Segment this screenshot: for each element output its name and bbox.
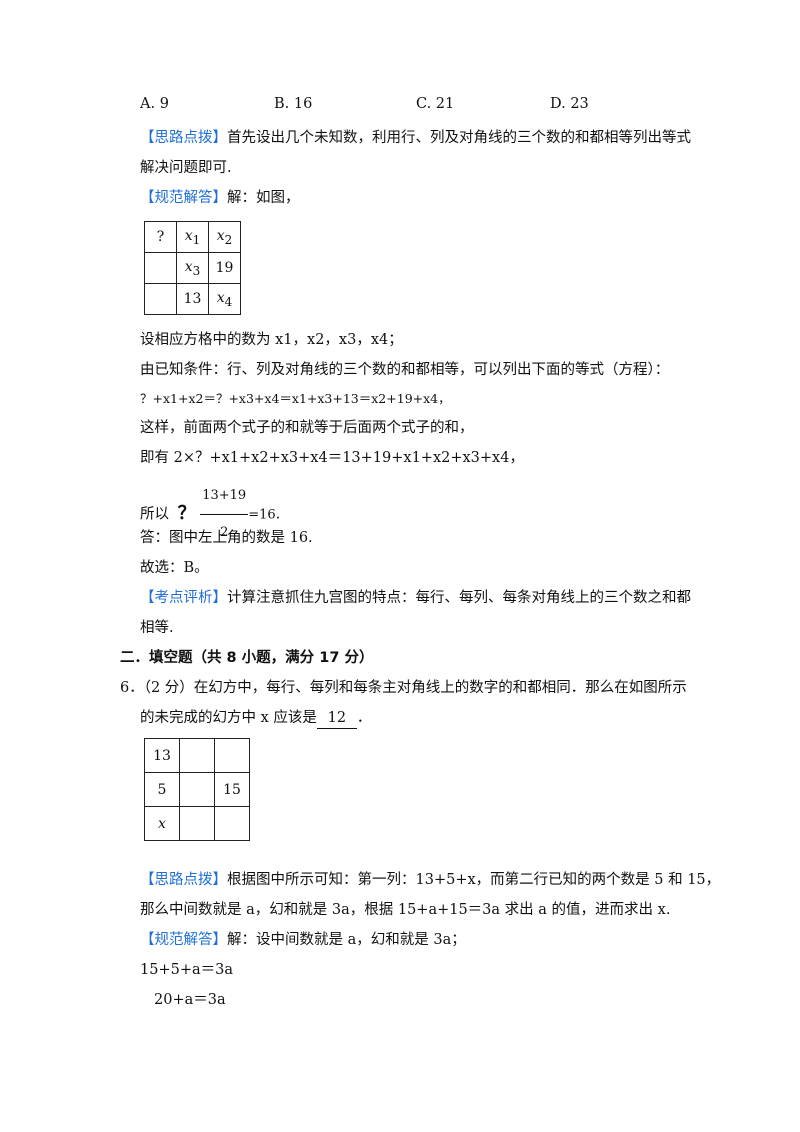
q6-stem-1: 6．（2 分）在幻方中，每行、每列和每条主对角线上的数字的和都相同．那么在如图所… (120, 680, 687, 696)
option-c: C. 21 (416, 96, 455, 112)
q6-hint-line: 【思路点拨】根据图中所示可知：第一列：13+5+x，而第二行已知的两个数是 5 … (140, 870, 720, 890)
q5-fraction: 13+19 2 (200, 478, 249, 551)
q5-cell-1-2: 19 (208, 252, 241, 284)
q5-hint-line: 【思路点拨】首先设出几个未知数，利用行、列及对角线的三个数的和都相等列出等式 (140, 128, 691, 148)
q5-review-line: 【考点评析】计算注意抓住九宫图的特点：每行、每列、每条对角线上的三个数之和都 (140, 588, 691, 608)
q5-review-text-2: 相等. (140, 620, 174, 636)
section-title: 二．填空题（共 8 小题，满分 17 分） (120, 650, 374, 666)
q5-cell-2-0 (144, 283, 177, 315)
q5-equation-line: ？+x1+x2＝？+x3+x4＝x1+x3+13＝x2+19+x4， (140, 391, 451, 406)
q6-answer-blank: 12 (316, 708, 357, 729)
q5-review-tag: 【考点评析】 (140, 590, 227, 606)
q5-fraction-numerator: 13+19 (200, 478, 249, 515)
q5-solution-text: 解：如图， (227, 190, 300, 206)
q6-cell-1-1 (179, 772, 215, 807)
q6-cell-0-0: 13 (144, 738, 180, 773)
q6-equation-2: 20+a＝3a (154, 992, 226, 1008)
q5-answer-line: 答：图中左上角的数是 16. (140, 530, 313, 546)
q5-so-line: 所以 ？ 13+19 2 =16. (140, 478, 280, 551)
option-d: D. 23 (550, 96, 589, 112)
q5-fraction-denominator: 2 (220, 525, 229, 540)
q5-solution-tag: 【规范解答】 (140, 190, 227, 206)
q5-cell-2-2: x4 (208, 283, 241, 315)
q5-hint-tag: 【思路点拨】 (140, 130, 227, 146)
q6-cell-0-2 (214, 738, 250, 773)
q5-solution-line: 【规范解答】解：如图， (140, 188, 300, 208)
q5-review-text-1: 计算注意抓住九宫图的特点：每行、每列、每条对角线上的三个数之和都 (227, 590, 691, 606)
q5-choice-line: 故选：B。 (140, 560, 209, 576)
q5-condition-line: 由已知条件：行、列及对角线的三个数的和都相等，可以列出下面的等式（方程）： (140, 362, 670, 378)
q6-equation-1: 15+5+a＝3a (140, 962, 233, 978)
q5-so-result: =16 (248, 507, 276, 523)
q5-cell-0-0: ? (144, 221, 177, 253)
q6-cell-2-2 (214, 806, 250, 841)
q5-hint-text-1: 首先设出几个未知数，利用行、列及对角线的三个数的和都相等列出等式 (227, 130, 691, 146)
q6-solution-line: 【规范解答】解：设中间数就是 a，幻和就是 3a； (140, 930, 466, 950)
q6-cell-2-0: x (144, 806, 180, 841)
q5-cell-1-1: x3 (176, 252, 209, 284)
q6-solution-tag: 【规范解答】 (140, 932, 227, 948)
option-b: B. 16 (274, 96, 313, 112)
q5-so-question: ？ (177, 502, 196, 524)
q5-cell-0-1: x1 (176, 221, 209, 253)
q5-cell-1-0 (144, 252, 177, 284)
q6-stem-2a: 的未完成的幻方中 x 应该是 (140, 710, 317, 726)
q6-solution-text: 解：设中间数就是 a，幻和就是 3a； (227, 932, 466, 948)
q6-hint-tag: 【思路点拨】 (140, 872, 227, 888)
q6-hint-text-2: 那么中间数就是 a，幻和就是 3a，根据 15+a+15＝3a 求出 a 的值，… (140, 902, 671, 918)
q6-cell-1-0: 5 (144, 772, 180, 807)
q5-set-line: 设相应方格中的数为 x1，x2，x3，x4； (140, 332, 403, 348)
q5-magic-square: ? x1 x2 x3 19 13 x4 (144, 221, 241, 315)
q5-cell-2-1: 13 (176, 283, 209, 315)
q5-have-line: 即有 2×？+x1+x2+x3+x4＝13+19+x1+x2+x3+x4， (140, 450, 524, 466)
q5-hint-text-2: 解决问题即可. (140, 160, 232, 176)
q5-so-label: 所以 (140, 506, 169, 523)
q5-thus-line: 这样，前面两个式子的和就等于后面两个式子的和， (140, 420, 474, 436)
q6-cell-2-1 (179, 806, 215, 841)
q5-cell-0-2: x2 (208, 221, 241, 253)
q6-cell-0-1 (179, 738, 215, 773)
q6-magic-square: 13 5 15 x (144, 738, 250, 841)
q6-stem-2b: ． (356, 710, 372, 726)
option-a: A. 9 (140, 96, 169, 112)
q6-hint-text-1: 根据图中所示可知：第一列：13+5+x，而第二行已知的两个数是 5 和 15， (227, 872, 721, 888)
q6-cell-1-2: 15 (214, 772, 250, 807)
